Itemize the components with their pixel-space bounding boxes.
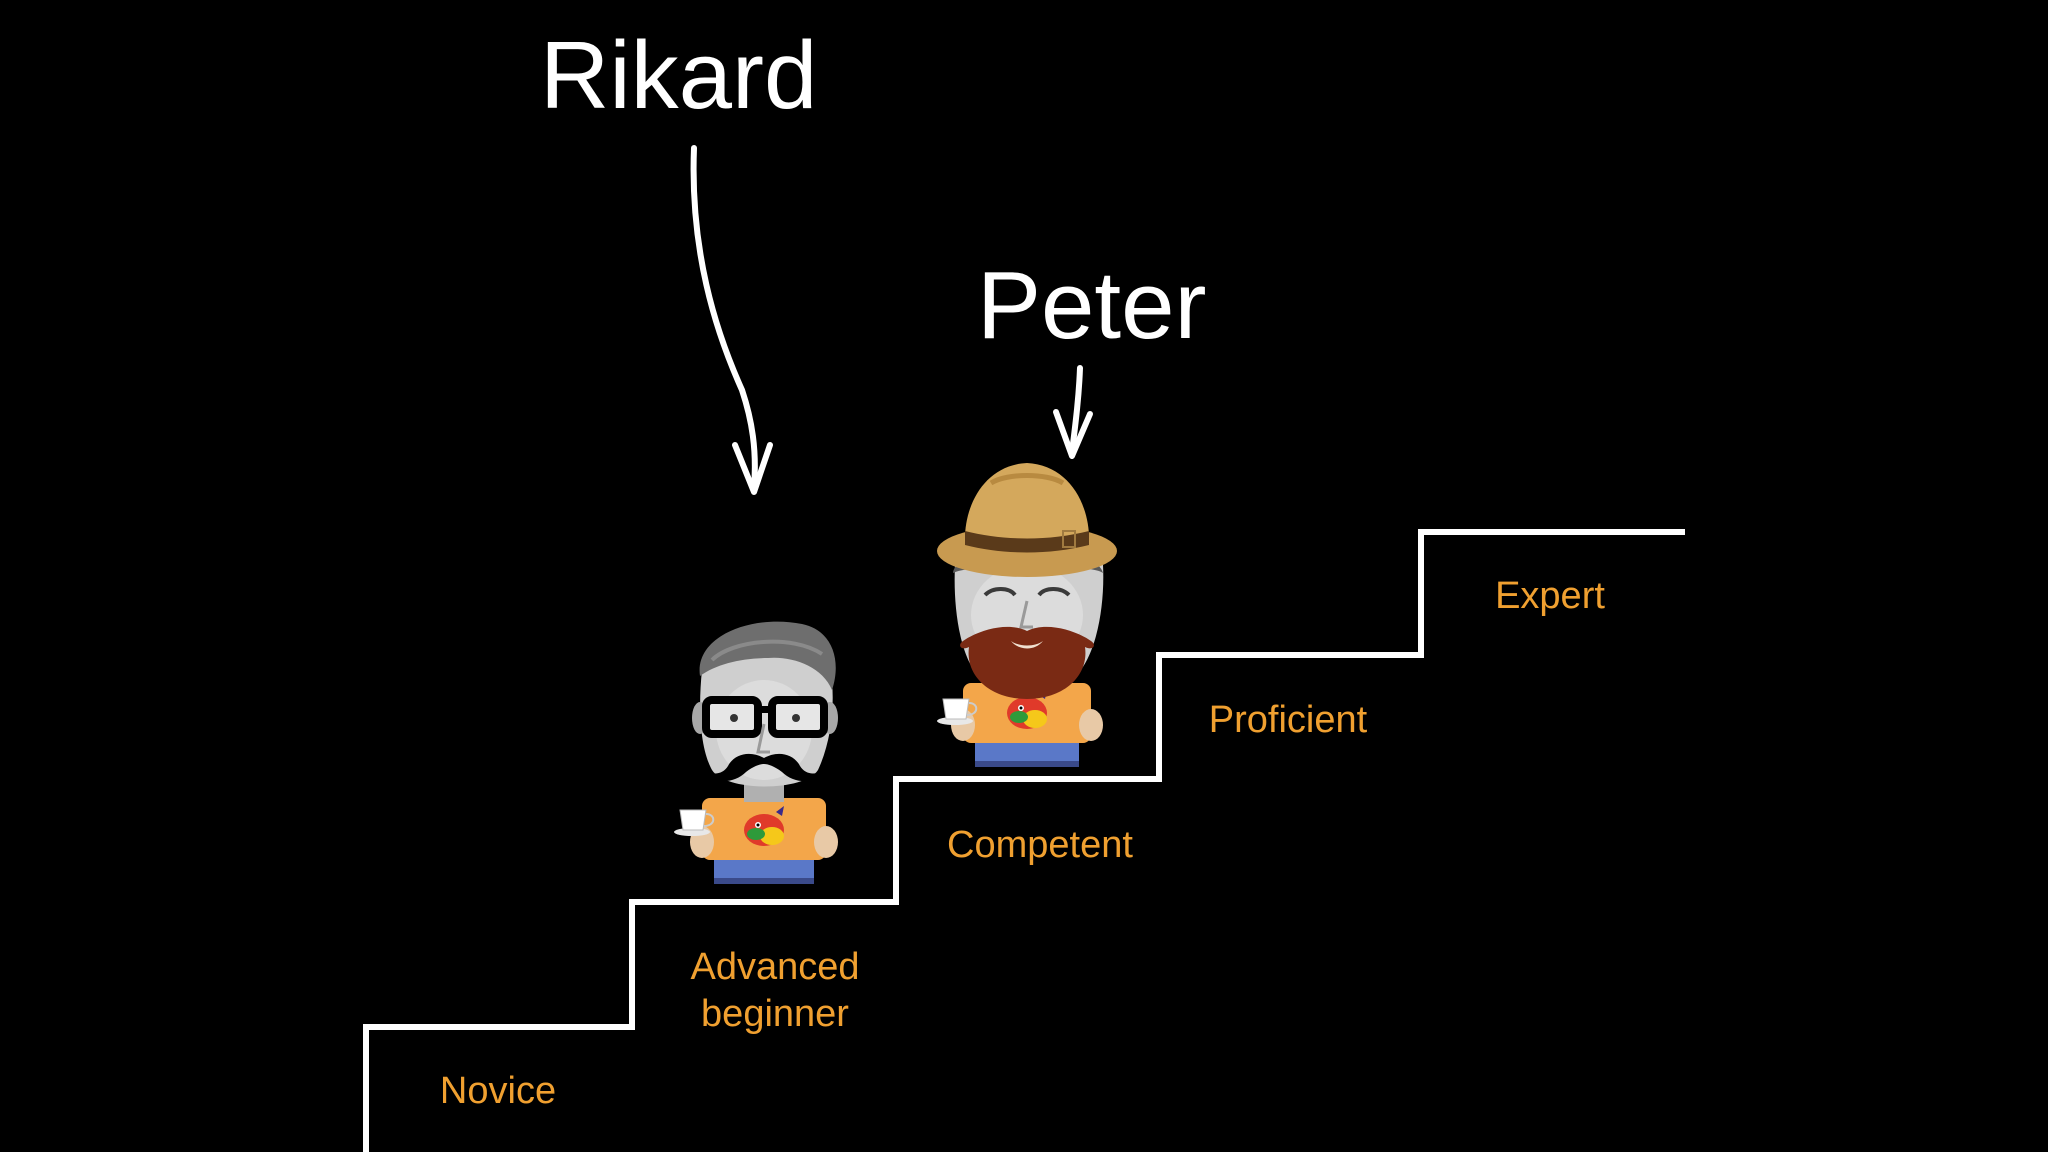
stage-label-advanced-line2: beginner	[701, 993, 849, 1035]
stage-label-advanced-line1: Advanced	[690, 946, 860, 988]
stage-label-novice: Novice	[398, 1068, 598, 1115]
stage-label-expert: Expert	[1450, 573, 1650, 620]
coffee-cup-icon	[937, 698, 978, 725]
peter-character	[937, 463, 1117, 767]
stage-label-competent-text: Competent	[947, 824, 1133, 866]
stage-label-novice-text: Novice	[439, 1070, 557, 1112]
beard-icon	[960, 626, 1094, 699]
stage-label-proficient: Proficient	[1178, 697, 1398, 744]
peter-legs	[975, 739, 1079, 765]
rikard-character	[674, 621, 838, 884]
stage-label-proficient-text: Proficient	[1208, 699, 1368, 741]
peter-name-label: Peter	[977, 252, 1207, 359]
stage-label-competent: Competent	[920, 822, 1160, 869]
hat-icon	[937, 463, 1117, 577]
stage-label-expert-text: Expert	[1495, 575, 1605, 617]
glasses-icon	[702, 696, 828, 738]
peter-arrow	[1053, 365, 1093, 459]
parrot-logo-icon	[744, 806, 784, 846]
mustache-icon	[702, 753, 826, 782]
rikard-arrow	[690, 145, 773, 495]
coffee-cup-icon	[674, 809, 715, 836]
stage-label-advanced-beginner: Advanced beginner	[655, 944, 895, 1038]
parrot-logo-icon	[1007, 689, 1047, 729]
staircase-line	[363, 529, 1685, 1152]
rikard-name-label: Rikard	[540, 22, 818, 129]
rikard-legs	[714, 856, 814, 882]
